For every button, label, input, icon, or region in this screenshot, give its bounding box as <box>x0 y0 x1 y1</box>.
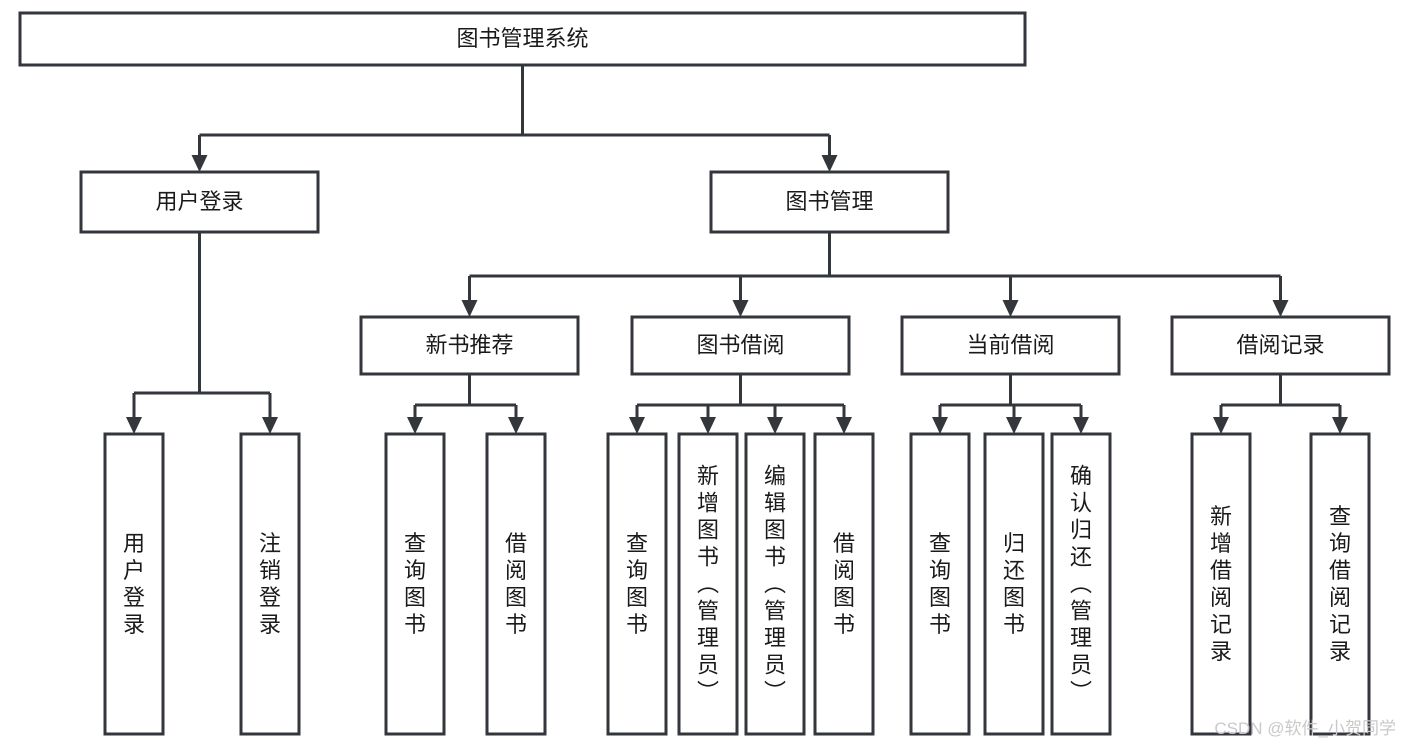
node-leaf-add-book-admin[interactable]: 新增图书︵管理员︶ <box>677 432 739 736</box>
node-box-current-borrow[interactable] <box>900 315 1121 376</box>
node-box-borrow-record[interactable] <box>1170 315 1391 376</box>
node-leaf-query-book-3[interactable]: 查询图书 <box>909 432 971 736</box>
arrow-head-icon <box>836 417 852 434</box>
connector-bookmgmt-to-level3 <box>461 232 1289 317</box>
node-leaf-edit-book-admin[interactable]: 编辑图书︵管理员︶ <box>744 432 806 736</box>
node-label-leaf-borrow-book-2: 借阅图书 <box>833 531 855 637</box>
arrow-head-icon <box>508 417 524 434</box>
node-label-leaf-edit-book-admin: 编辑图书︵管理员︶ <box>764 464 786 705</box>
node-leaf-borrow-book-2[interactable]: 借阅图书 <box>813 432 875 736</box>
node-box-leaf-add-book-admin[interactable] <box>677 432 739 736</box>
node-box-book-management[interactable] <box>709 170 950 234</box>
node-leaf-logout[interactable]: 注销登录 <box>239 432 301 736</box>
node-book-borrow[interactable]: 图书借阅 <box>630 315 851 376</box>
node-label-leaf-query-book-3: 查询图书 <box>929 531 951 637</box>
arrow-head-icon <box>262 417 278 434</box>
connector-root-to-level2 <box>191 65 838 172</box>
node-box-leaf-query-book-2[interactable] <box>606 432 668 736</box>
node-box-book-borrow[interactable] <box>630 315 851 376</box>
node-leaf-confirm-return-admin[interactable]: 确认归还︵管理员︶ <box>1050 432 1112 736</box>
arrow-head-icon <box>1272 300 1289 317</box>
arrow-head-icon <box>1213 417 1229 434</box>
connector-user-login-to-leaves <box>126 232 278 434</box>
connector-current-to-leaves <box>932 374 1089 434</box>
node-label-leaf-borrow-book-1: 借阅图书 <box>505 531 527 637</box>
node-box-leaf-query-book-3[interactable] <box>909 432 971 736</box>
node-label-user-login: 用户登录 <box>155 189 243 214</box>
connector-borrow-to-leaves <box>629 374 852 434</box>
node-box-root[interactable] <box>18 11 1027 67</box>
node-leaf-query-book-1[interactable]: 查询图书 <box>384 432 446 736</box>
node-leaf-borrow-book-1[interactable]: 借阅图书 <box>485 432 547 736</box>
node-current-borrow[interactable]: 当前借阅 <box>900 315 1121 376</box>
connector-recommend-to-leaves <box>407 374 524 434</box>
node-label-leaf-query-book-2: 查询图书 <box>626 531 648 637</box>
node-label-leaf-add-borrow-record: 新增借阅记录 <box>1210 504 1232 664</box>
node-box-leaf-query-borrow-record[interactable] <box>1309 432 1371 736</box>
node-label-root: 图书管理系统 <box>456 26 588 51</box>
node-label-current-borrow: 当前借阅 <box>966 332 1054 357</box>
node-label-leaf-confirm-return-admin: 确认归还︵管理员︶ <box>1070 464 1092 705</box>
node-leaf-query-borrow-record[interactable]: 查询借阅记录 <box>1309 432 1371 736</box>
arrow-head-icon <box>932 417 948 434</box>
arrow-head-icon <box>629 417 645 434</box>
node-leaf-return-book[interactable]: 归还图书 <box>983 432 1045 736</box>
node-root[interactable]: 图书管理系统 <box>18 11 1027 67</box>
node-user-login[interactable]: 用户登录 <box>79 170 320 234</box>
node-box-leaf-borrow-book-2[interactable] <box>813 432 875 736</box>
arrow-head-icon <box>1073 417 1089 434</box>
node-box-leaf-borrow-book-1[interactable] <box>485 432 547 736</box>
node-label-book-borrow: 图书借阅 <box>696 332 784 357</box>
node-box-leaf-add-borrow-record[interactable] <box>1190 432 1252 736</box>
arrow-head-icon <box>700 417 716 434</box>
node-label-leaf-add-book-admin: 新增图书︵管理员︶ <box>697 464 719 705</box>
node-box-leaf-edit-book-admin[interactable] <box>744 432 806 736</box>
nodes-layer: 图书管理系统用户登录图书管理新书推荐图书借阅当前借阅借阅记录用户登录注销登录查询… <box>18 11 1391 736</box>
arrow-head-icon <box>1002 300 1019 317</box>
arrow-head-icon <box>1006 417 1022 434</box>
node-book-management[interactable]: 图书管理 <box>709 170 950 234</box>
arrow-head-icon <box>1332 417 1348 434</box>
node-box-leaf-confirm-return-admin[interactable] <box>1050 432 1112 736</box>
arrow-head-icon <box>461 300 478 317</box>
node-box-leaf-logout[interactable] <box>239 432 301 736</box>
node-label-leaf-logout: 注销登录 <box>259 531 281 637</box>
node-label-borrow-record: 借阅记录 <box>1236 332 1324 357</box>
node-box-leaf-return-book[interactable] <box>983 432 1045 736</box>
node-label-new-book-recommend: 新书推荐 <box>425 332 513 357</box>
node-box-new-book-recommend[interactable] <box>359 315 580 376</box>
node-leaf-user-login[interactable]: 用户登录 <box>103 432 165 736</box>
connectors-layer <box>126 65 1348 434</box>
node-box-leaf-user-login[interactable] <box>103 432 165 736</box>
node-label-book-management: 图书管理 <box>785 189 873 214</box>
csdn-watermark: CSDN @软件_小贺同学 <box>1214 719 1396 738</box>
arrow-head-icon <box>821 155 838 172</box>
node-box-leaf-query-book-1[interactable] <box>384 432 446 736</box>
node-leaf-query-book-2[interactable]: 查询图书 <box>606 432 668 736</box>
node-label-leaf-user-login: 用户登录 <box>123 531 145 637</box>
node-leaf-add-borrow-record[interactable]: 新增借阅记录 <box>1190 432 1252 736</box>
node-label-leaf-query-borrow-record: 查询借阅记录 <box>1329 504 1351 664</box>
arrow-head-icon <box>407 417 423 434</box>
node-box-user-login[interactable] <box>79 170 320 234</box>
node-new-book-recommend[interactable]: 新书推荐 <box>359 315 580 376</box>
node-label-leaf-return-book: 归还图书 <box>1003 531 1025 637</box>
node-borrow-record[interactable]: 借阅记录 <box>1170 315 1391 376</box>
arrow-head-icon <box>191 155 208 172</box>
arrow-head-icon <box>126 417 142 434</box>
connector-record-to-leaves <box>1213 374 1348 434</box>
arrow-head-icon <box>732 300 749 317</box>
node-label-leaf-query-book-1: 查询图书 <box>404 531 426 637</box>
arrow-head-icon <box>767 417 783 434</box>
